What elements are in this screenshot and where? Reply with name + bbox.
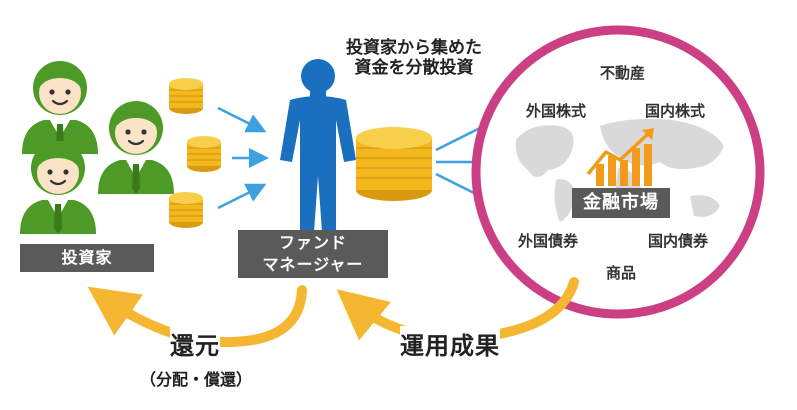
fund-manager-line-2: マネージャー — [262, 255, 364, 274]
market-item-domestic-stocks: 国内株式 — [645, 102, 706, 120]
fund-manager-label: ファンド マネージャー — [238, 230, 388, 278]
investment-arrows — [217, 106, 269, 210]
businessman-icon — [280, 59, 356, 232]
market-item-real-estate: 不動産 — [600, 64, 646, 82]
caption-line-2: 資金を分散投資 — [354, 58, 474, 78]
market-item-commodities: 商品 — [606, 264, 637, 282]
return-flow-sublabel: （分配・償還） — [140, 370, 253, 389]
financial-market-label: 金融市場 — [572, 188, 670, 218]
growth-chart-icon — [586, 128, 654, 186]
coin-stack-icon — [168, 191, 204, 229]
coin-stack-icon — [356, 127, 432, 201]
diversified-investment-caption: 投資家から集めた 資金を分散投資 — [316, 38, 512, 78]
coin-stack-icon — [168, 77, 204, 115]
financial-market-label-text: 金融市場 — [583, 192, 659, 213]
investor-icon — [96, 99, 176, 196]
return-arrow — [87, 285, 307, 348]
investor-icon — [18, 139, 98, 236]
performance-flow-label: 運用成果 — [400, 326, 500, 361]
return-flow-label: 還元 — [170, 326, 220, 361]
investors-label-text: 投資家 — [61, 248, 113, 267]
world-map-icon — [515, 118, 724, 222]
caption-line-1: 投資家から集めた — [346, 38, 482, 58]
market-item-domestic-bonds: 国内債券 — [648, 232, 709, 250]
coin-stack-icon — [186, 135, 222, 173]
market-item-foreign-stocks: 外国株式 — [526, 102, 587, 120]
investors-label: 投資家 — [20, 244, 154, 272]
market-item-foreign-bonds: 外国債券 — [518, 232, 579, 250]
fund-manager-line-1: ファンド — [278, 233, 347, 252]
investor-icon — [20, 59, 100, 156]
